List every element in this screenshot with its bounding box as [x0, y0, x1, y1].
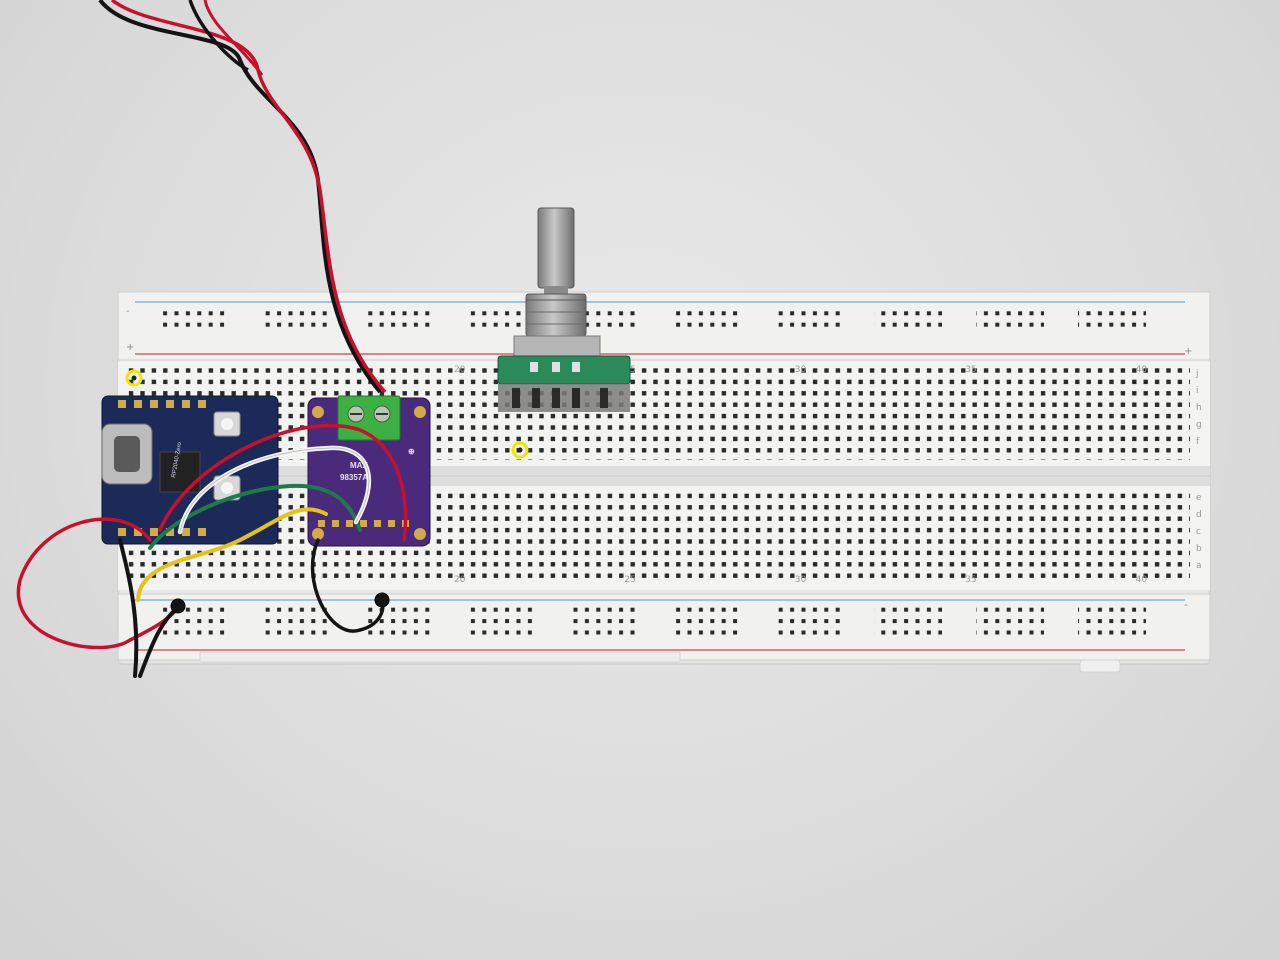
column-number: 35 — [965, 575, 976, 585]
encoder-shaft — [537, 207, 575, 289]
rotary-encoder — [497, 207, 631, 412]
row-letter: d — [1196, 510, 1202, 520]
bottom-rail-minus: - — [1184, 600, 1188, 611]
column-number: 20 — [454, 575, 466, 585]
wire-red-loop — [16, 517, 182, 650]
top-rail-plus: + — [1184, 346, 1192, 357]
top-rail-minus: - — [126, 306, 130, 317]
row-letter: g — [1196, 420, 1202, 430]
wire-red-upper — [158, 423, 408, 542]
row-letter: c — [1196, 527, 1201, 537]
column-number: 40 — [1136, 365, 1148, 375]
column-number: 20 — [454, 365, 466, 375]
row-letter: f — [1196, 437, 1200, 447]
jumper-wires — [16, 423, 408, 678]
column-number: 30 — [795, 365, 807, 375]
wire-black-left — [118, 538, 139, 678]
column-number: 35 — [965, 365, 976, 375]
row-letter: i — [1196, 386, 1199, 396]
marker-left — [125, 369, 143, 387]
microcontroller-board: RP2040-Zero — [101, 395, 279, 545]
row-letter: h — [1196, 403, 1202, 413]
column-number: 40 — [1136, 575, 1148, 585]
row-letter: a — [1196, 561, 1202, 571]
encoder-pcb — [497, 355, 631, 385]
amp-plus-symbol: ⊕ — [408, 447, 415, 456]
row-letter: b — [1196, 544, 1202, 554]
row-letter: e — [1196, 493, 1202, 503]
row-letter: j — [1195, 369, 1199, 379]
amp-label-line2: 98357A — [340, 473, 368, 482]
wire-yellow — [136, 507, 328, 602]
amp-label-line1: MAX — [350, 461, 368, 470]
column-number: 30 — [795, 575, 807, 585]
column-numbers-bottom: 202530354045505560 — [454, 575, 1148, 585]
top-rail-plus-left: + — [126, 342, 134, 353]
wire-black-mid — [311, 538, 385, 633]
markers — [125, 369, 529, 459]
marker-center — [511, 441, 529, 459]
wire-green — [148, 483, 362, 550]
power-cable — [98, 0, 387, 394]
breadboard: - + + - 202530354045505560 — [117, 291, 1211, 673]
column-number: 25 — [624, 575, 635, 585]
